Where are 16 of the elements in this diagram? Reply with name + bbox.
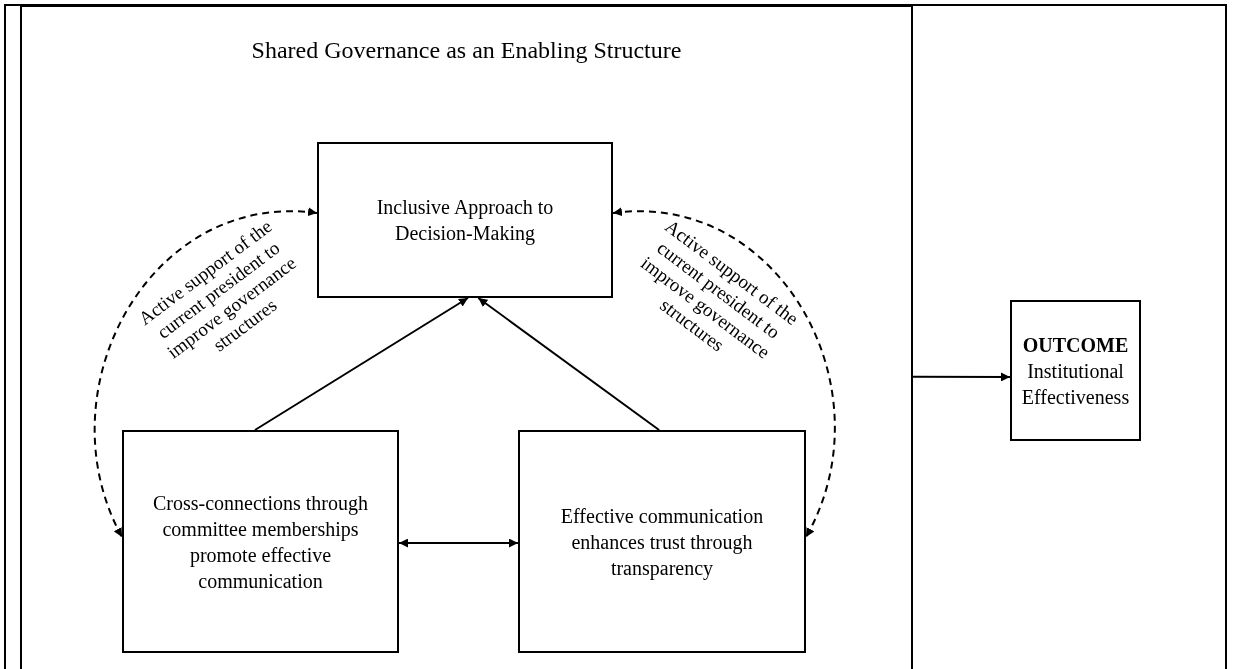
- dashed-curved-arrow: [93, 208, 318, 539]
- box-text: Inclusive Approach to Decision-Making: [375, 195, 555, 246]
- group-title: Shared Governance as an Enabling Structure: [251, 36, 682, 65]
- box-text: Cross-connections through committee memberships promote effective communication: [152, 490, 369, 594]
- concept-box: [1010, 300, 1141, 441]
- arrow: [912, 372, 1011, 382]
- arrow: [477, 297, 661, 431]
- box-text: Effective communication enhances trust through transparency: [559, 503, 765, 581]
- box-text: OUTCOME Institutional Effectiveness: [1020, 332, 1131, 410]
- concept-box: [317, 142, 613, 298]
- arrow: [253, 297, 469, 431]
- arrow: [398, 538, 519, 548]
- group-box: [20, 5, 913, 669]
- concept-box: [518, 430, 806, 653]
- concept-box: [122, 430, 399, 653]
- dashed-curved-arrow: [612, 208, 836, 539]
